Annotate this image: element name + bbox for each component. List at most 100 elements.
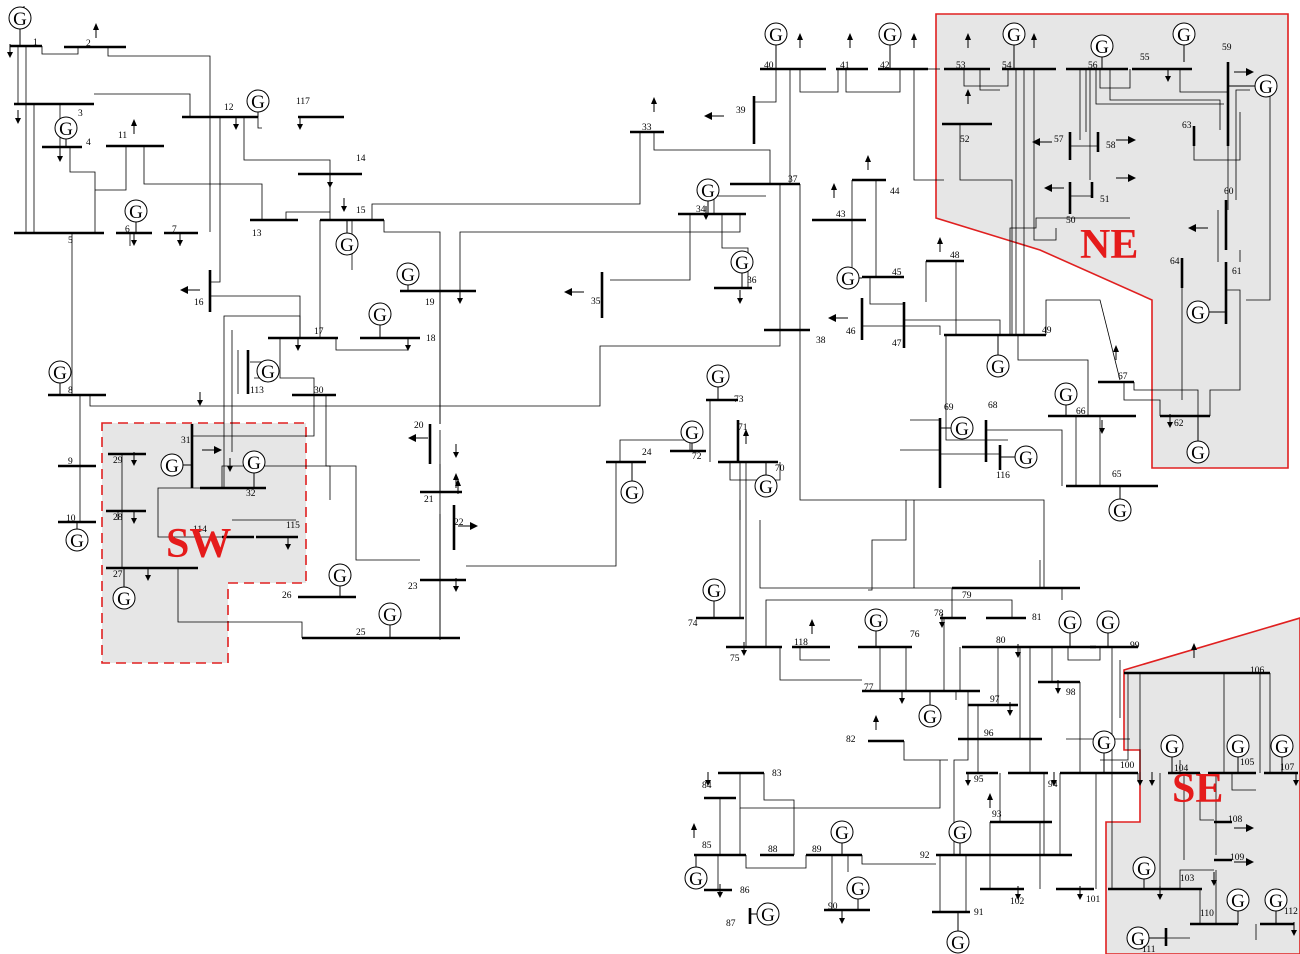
bus-label-4: 4 bbox=[86, 138, 91, 148]
load-arrow bbox=[743, 429, 749, 444]
generator-symbol: G bbox=[864, 608, 888, 647]
load-arrow bbox=[1116, 174, 1136, 182]
generator-label: G bbox=[1191, 443, 1205, 464]
generator-label: G bbox=[1177, 25, 1191, 46]
load-arrow bbox=[911, 33, 917, 48]
load-arrow bbox=[1211, 872, 1217, 886]
generator-symbol: G bbox=[1090, 34, 1114, 69]
transmission-line bbox=[1193, 112, 1241, 161]
transmission-line bbox=[243, 117, 331, 174]
generator-label: G bbox=[1269, 891, 1283, 912]
transmission-line bbox=[94, 93, 191, 117]
load-arrow bbox=[1149, 772, 1155, 786]
generator-label: G bbox=[625, 483, 639, 504]
generator-label: G bbox=[251, 92, 265, 113]
generator-label: G bbox=[955, 419, 969, 440]
bus-label-37: 37 bbox=[788, 175, 798, 185]
load-arrow bbox=[737, 290, 743, 304]
load-arrow bbox=[1015, 886, 1021, 900]
bus-label-88: 88 bbox=[768, 845, 778, 855]
bus-label-2: 2 bbox=[86, 39, 91, 49]
load-arrow bbox=[1116, 136, 1136, 144]
load-arrow bbox=[703, 206, 709, 220]
transmission-line bbox=[1017, 335, 1089, 416]
load-arrow bbox=[717, 884, 723, 898]
bus-label-73: 73 bbox=[734, 395, 744, 405]
transmission-line bbox=[335, 338, 409, 351]
transmission-line bbox=[1179, 869, 1214, 889]
load-arrow bbox=[831, 183, 837, 198]
transmission-line bbox=[192, 395, 315, 437]
load-arrow bbox=[453, 444, 459, 458]
load-arrow bbox=[202, 446, 222, 454]
transmission-line bbox=[963, 69, 1009, 87]
bus-label-46: 46 bbox=[846, 327, 856, 337]
transmission-line bbox=[713, 195, 766, 214]
bus-label-78: 78 bbox=[934, 609, 944, 619]
bus-label-99: 99 bbox=[1130, 641, 1140, 651]
bus-label-79: 79 bbox=[962, 591, 972, 601]
bus-label-67: 67 bbox=[1118, 372, 1128, 382]
load-arrow bbox=[453, 473, 459, 488]
generator-label: G bbox=[129, 202, 143, 223]
bus-label-103: 103 bbox=[1180, 874, 1195, 884]
generator-label: G bbox=[261, 362, 275, 383]
transmission-line bbox=[945, 335, 1008, 441]
generator-symbol: G bbox=[1160, 734, 1184, 773]
generator-label: G bbox=[1231, 891, 1245, 912]
transmission-line bbox=[466, 462, 617, 567]
bus-label-34: 34 bbox=[696, 205, 706, 215]
generator-symbol: G bbox=[754, 462, 778, 498]
transmission-line bbox=[1209, 289, 1241, 416]
bus-label-95: 95 bbox=[974, 775, 984, 785]
bus-label-33: 33 bbox=[642, 123, 652, 133]
load-arrow bbox=[1234, 68, 1254, 76]
bus-label-109: 109 bbox=[1230, 853, 1245, 863]
bus-label-43: 43 bbox=[836, 210, 846, 220]
generator-symbol: G bbox=[706, 364, 730, 400]
bus-label-62: 62 bbox=[1174, 419, 1184, 429]
region-sw bbox=[101, 422, 307, 664]
transmission-line bbox=[1199, 773, 1214, 821]
load-arrow bbox=[1167, 414, 1173, 428]
transmission-line bbox=[223, 315, 301, 488]
generator-label: G bbox=[247, 453, 261, 474]
generator-symbol: G bbox=[242, 450, 266, 488]
generator-symbol: G bbox=[680, 420, 704, 451]
bus-label-42: 42 bbox=[880, 61, 890, 71]
transmission-line bbox=[1133, 382, 1199, 416]
bus-label-44: 44 bbox=[890, 187, 900, 197]
generator-symbol: G bbox=[1108, 486, 1132, 522]
bus-label-54: 54 bbox=[1002, 61, 1012, 71]
bus-label-41: 41 bbox=[840, 61, 850, 71]
load-arrow bbox=[1055, 680, 1061, 694]
bus-label-81: 81 bbox=[1032, 613, 1042, 623]
generator-symbol: G bbox=[830, 820, 854, 855]
bus-label-104: 104 bbox=[1174, 764, 1189, 774]
bus-label-38: 38 bbox=[816, 336, 826, 346]
transmission-line bbox=[1033, 69, 1057, 241]
transmission-line bbox=[862, 325, 941, 335]
load-arrow bbox=[939, 614, 945, 628]
transmission-line bbox=[754, 69, 777, 103]
bus-label-23: 23 bbox=[408, 582, 418, 592]
generator-label: G bbox=[759, 477, 773, 498]
transmission-line bbox=[459, 214, 741, 291]
generator-label: G bbox=[165, 456, 179, 477]
load-arrow bbox=[295, 337, 301, 351]
transmission-line bbox=[1067, 647, 1101, 661]
bus-label-22: 22 bbox=[454, 518, 464, 528]
generator-symbol: G bbox=[764, 22, 788, 69]
bus-label-66: 66 bbox=[1076, 407, 1086, 417]
generator-label: G bbox=[701, 181, 715, 202]
generator-label: G bbox=[1095, 37, 1109, 58]
bus-label-98: 98 bbox=[1066, 688, 1076, 698]
generator-symbol: G bbox=[112, 568, 136, 610]
bus-label-48: 48 bbox=[950, 251, 960, 261]
bus-label-112: 112 bbox=[1284, 907, 1298, 917]
generator-label: G bbox=[1137, 859, 1151, 880]
bus-label-25: 25 bbox=[356, 628, 366, 638]
generator-symbol: G bbox=[1186, 300, 1226, 324]
generator-label: G bbox=[59, 119, 73, 140]
